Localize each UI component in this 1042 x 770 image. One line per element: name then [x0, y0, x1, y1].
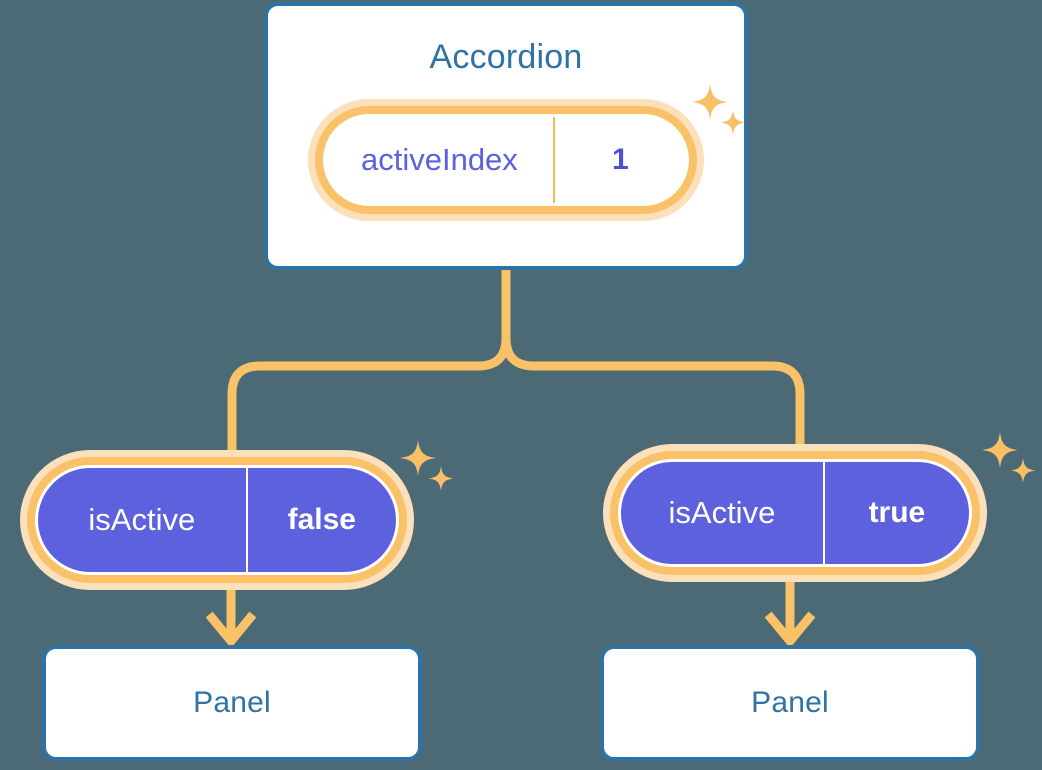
state-pill-active-index[interactable]: activeIndex 1: [308, 99, 704, 221]
state-pill-is-active-right[interactable]: isActive true: [603, 444, 987, 582]
sparkle-four-point-small-icon: [428, 466, 454, 491]
state-pill-key: isActive: [621, 462, 825, 564]
state-pill-value: false: [287, 503, 356, 536]
arrow-down-icon-right-head: [764, 611, 816, 649]
connector-trunk-split-right: [501, 333, 805, 455]
sparkle-four-point-icon: [982, 432, 1018, 468]
state-pill-key: isActive: [38, 468, 248, 572]
state-pill-ring: activeIndex 1: [315, 106, 697, 214]
state-pill-ring: isActive true: [610, 451, 980, 575]
state-pill-body: isActive false: [35, 465, 399, 575]
panel-left-title: Panel: [193, 686, 271, 719]
connector-trunk-split: [227, 265, 511, 457]
state-pill-value: 1: [612, 143, 629, 176]
panel-right-card[interactable]: Panel: [600, 645, 980, 761]
panel-right-title: Panel: [751, 686, 829, 719]
sparkle-group-right-pill: [978, 432, 1042, 507]
sparkle-four-point-icon: [400, 440, 436, 476]
state-pill-body: activeIndex 1: [323, 114, 689, 206]
state-pill-value: true: [868, 496, 926, 529]
state-pill-ring: isActive false: [27, 457, 407, 583]
panel-left-card[interactable]: Panel: [42, 645, 422, 761]
state-pill-is-active-left[interactable]: isActive false: [20, 450, 414, 590]
state-pill-key: activeIndex: [326, 117, 555, 203]
sparkle-four-point-small-icon: [1010, 458, 1036, 483]
accordion-title: Accordion: [429, 38, 583, 76]
arrow-down-icon-left-head: [205, 611, 257, 649]
state-pill-body: isActive true: [618, 459, 972, 567]
